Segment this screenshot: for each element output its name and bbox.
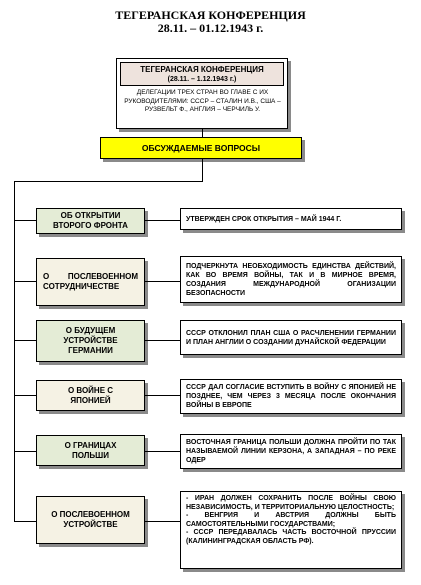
connector-line xyxy=(145,521,180,522)
postwar-order-item: - ИРАН ДОЛЖЕН СОХРАНИТЬ ПОСЛЕ ВОЙНЫ СВОЮ… xyxy=(186,495,396,511)
topic-label-postwar-order: О ПОСЛЕВОЕННОМ УСТРОЙСТВЕ xyxy=(36,496,145,544)
connector-line xyxy=(145,451,180,452)
connector-line xyxy=(145,281,180,282)
connector-line xyxy=(202,129,203,137)
topics-header: ОБСУЖДАЕМЫЕ ВОПРОСЫ xyxy=(100,137,302,159)
page-title: ТЕГЕРАНСКАЯ КОНФЕРЕНЦИЯ xyxy=(115,8,306,22)
connector-line xyxy=(145,340,180,341)
topic-desc-poland-borders: ВОСТОЧНАЯ ГРАНИЦА ПОЛЬШИ ДОЛЖНА ПРОЙТИ П… xyxy=(180,434,402,469)
connector-line xyxy=(14,395,36,396)
page-subtitle-dates: 28.11. – 01.12.1943 г. xyxy=(157,21,264,35)
topic-desc-germany-future: СССР ОТКЛОНИЛ ПЛАН США О РАСЧЛЕНЕНИИ ГЕР… xyxy=(180,320,402,355)
connector-line xyxy=(202,159,203,181)
connector-line xyxy=(14,521,36,522)
topic-label-second-front: ОБ ОТКРЫТИИ ВТОРОГО ФРОНТА xyxy=(36,208,145,234)
postwar-order-item: - СССР ПЕРЕДАВАЛАСЬ ЧАСТЬ ВОСТОЧНОЙ ПРУС… xyxy=(186,529,396,545)
topic-label-poland-borders: О ГРАНИЦАХ ПОЛЬШИ xyxy=(36,435,145,466)
connector-line xyxy=(14,181,203,182)
connector-line xyxy=(14,340,36,341)
topic-desc-postwar-cooperation: ПОДЧЕРКНУТА НЕОБХОДИМОСТЬ ЕДИНСТВА ДЕЙСТ… xyxy=(180,256,402,303)
conference-dates: (28.11. – 1.12.1943 г.) xyxy=(167,76,237,83)
topic-desc-postwar-order: - ИРАН ДОЛЖЕН СОХРАНИТЬ ПОСЛЕ ВОЙНЫ СВОЮ… xyxy=(180,491,402,569)
topic-label-germany-future: О БУДУЩЕМ УСТРОЙСТВЕ ГЕРМАНИИ xyxy=(36,320,145,362)
postwar-order-item: - ВЕНГРИЯ И АВСТРИЯ ДОЛЖНЫ БЫТЬ САМОСТОЯ… xyxy=(186,512,396,528)
connector-line xyxy=(14,220,36,221)
conference-title-box: ТЕГЕРАНСКАЯ КОНФЕРЕНЦИЯ (28.11. – 1.12.1… xyxy=(120,62,284,86)
connector-line xyxy=(14,181,15,522)
conference-description: ДЕЛЕГАЦИИ ТРЕХ СТРАН ВО ГЛАВЕ С ИХ РУКОВ… xyxy=(124,89,281,113)
topic-desc-second-front: УТВЕРЖДЕН СРОК ОТКРЫТИЯ – МАЙ 1944 г. xyxy=(180,208,402,230)
topic-desc-japan-war: СССР ДАЛ СОГЛАСИЕ ВСТУПИТЬ В ВОЙНУ С ЯПО… xyxy=(180,379,402,414)
connector-line xyxy=(14,281,36,282)
connector-line xyxy=(145,220,180,221)
topic-label-postwar-cooperation: О ПОСЛЕВОЕННОМ СОТРУДНИЧЕСТВЕ xyxy=(36,258,145,306)
connector-line xyxy=(14,451,36,452)
conference-box: ТЕГЕРАНСКАЯ КОНФЕРЕНЦИЯ (28.11. – 1.12.1… xyxy=(116,58,288,129)
conference-title: ТЕГЕРАНСКАЯ КОНФЕРЕНЦИЯ xyxy=(140,65,264,74)
connector-line xyxy=(145,395,180,396)
topic-label-japan-war: О ВОЙНЕ С ЯПОНИЕЙ xyxy=(36,380,145,411)
